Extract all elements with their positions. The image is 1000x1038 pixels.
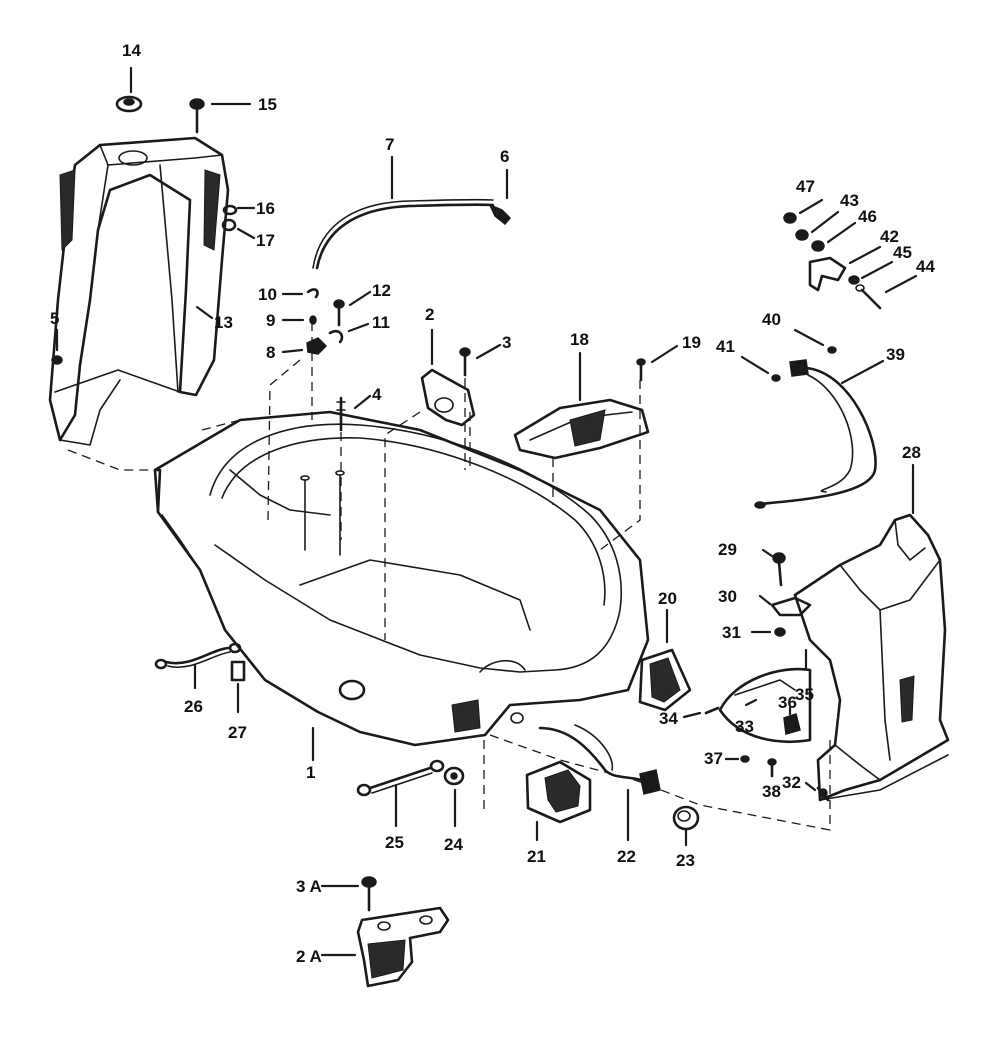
callout-45: 45 <box>893 243 912 262</box>
screw-32 <box>804 781 830 802</box>
cover-33 <box>718 667 812 743</box>
callout-22: 22 <box>617 847 636 866</box>
screw-15 <box>189 98 252 134</box>
clip-11 <box>328 322 370 344</box>
callout-23: 23 <box>676 851 695 870</box>
screw-34 <box>682 706 720 719</box>
screw-37 <box>724 755 750 763</box>
callout-21: 21 <box>527 847 546 866</box>
fitting-8 <box>281 337 328 355</box>
screw-12 <box>333 290 372 327</box>
callout-2a: 2 A <box>296 947 322 966</box>
callout-43: 43 <box>840 191 859 210</box>
screw-40 <box>793 328 837 354</box>
fitting-6 <box>488 168 512 226</box>
nut-31 <box>750 627 786 637</box>
callout-10: 10 <box>258 285 277 304</box>
callout-41: 41 <box>716 337 735 356</box>
nut-24 <box>443 766 465 828</box>
ground-strap-26 <box>154 642 242 690</box>
callout-labels: 1 2 2 A 3 3 A 4 5 6 7 8 9 10 11 12 13 14… <box>50 41 935 966</box>
washer-16 <box>222 204 256 216</box>
clip-36 <box>783 706 801 735</box>
callout-7: 7 <box>385 135 394 154</box>
callout-14: 14 <box>122 41 141 60</box>
callout-26: 26 <box>184 697 203 716</box>
rear-support-bracket-28 <box>793 463 950 802</box>
nut-47 <box>783 198 824 224</box>
callout-25: 25 <box>385 833 404 852</box>
callout-31: 31 <box>722 623 741 642</box>
callout-13: 13 <box>214 313 233 332</box>
grommet-20 <box>638 608 692 712</box>
latch-42 <box>808 245 882 292</box>
screw-38 <box>767 758 777 778</box>
callout-16: 16 <box>256 199 275 218</box>
callout-6: 6 <box>500 147 509 166</box>
callout-18: 18 <box>570 330 589 349</box>
callout-3: 3 <box>502 333 511 352</box>
screw-29 <box>761 548 786 587</box>
bolt-44 <box>855 274 918 310</box>
callout-46: 46 <box>858 207 877 226</box>
callout-20: 20 <box>658 589 677 608</box>
callout-34: 34 <box>659 709 678 728</box>
callout-28: 28 <box>902 443 921 462</box>
callout-4: 4 <box>372 385 382 404</box>
callout-2: 2 <box>425 305 434 324</box>
wire-harness-39 <box>754 359 885 509</box>
callout-40: 40 <box>762 310 781 329</box>
callout-15: 15 <box>258 95 277 114</box>
assembly-lines <box>67 322 831 831</box>
cover-plate-18 <box>513 351 650 460</box>
washer-45 <box>848 260 894 285</box>
bracket-2 <box>420 328 476 427</box>
callout-3a: 3 A <box>296 877 322 896</box>
callout-47: 47 <box>796 177 815 196</box>
callout-8: 8 <box>266 343 275 362</box>
callout-5: 5 <box>50 309 59 328</box>
callout-12: 12 <box>372 281 391 300</box>
callout-17: 17 <box>256 231 275 250</box>
callout-11: 11 <box>372 313 390 332</box>
nut-41 <box>740 355 781 382</box>
callout-9: 9 <box>266 311 275 330</box>
front-support-bracket <box>48 136 230 446</box>
bracket-30 <box>758 594 812 617</box>
callout-37: 37 <box>704 749 723 768</box>
callout-29: 29 <box>718 540 737 559</box>
screw-3a <box>320 876 377 912</box>
callout-30: 30 <box>718 587 737 606</box>
callout-24: 24 <box>444 835 463 854</box>
screw-3 <box>459 343 502 377</box>
boot-21 <box>525 760 592 842</box>
callout-35: 35 <box>795 685 814 704</box>
callout-27: 27 <box>228 723 247 742</box>
callout-32: 32 <box>782 773 801 792</box>
cap-23 <box>672 805 700 847</box>
callout-44: 44 <box>916 257 935 276</box>
grommet-14 <box>115 66 143 113</box>
nut-5 <box>51 328 63 365</box>
callout-39: 39 <box>886 345 905 364</box>
bottom-cowl-1 <box>153 410 650 762</box>
callout-38: 38 <box>762 782 781 801</box>
bracket-2a <box>320 906 450 988</box>
callout-33: 33 <box>735 717 754 736</box>
clip-10 <box>281 288 319 299</box>
nut-17 <box>221 218 256 240</box>
screw-27 <box>230 660 246 714</box>
callout-1: 1 <box>306 763 315 782</box>
spring-43 <box>795 210 840 241</box>
bushing-46 <box>811 221 857 252</box>
switch-harness-22 <box>538 724 661 842</box>
washer-9 <box>281 315 317 325</box>
hose-7 <box>312 155 495 270</box>
callout-36: 36 <box>778 693 797 712</box>
ground-strap-25 <box>356 759 445 828</box>
callout-42: 42 <box>880 227 899 246</box>
callout-19: 19 <box>682 333 701 352</box>
screw-19 <box>636 344 679 382</box>
